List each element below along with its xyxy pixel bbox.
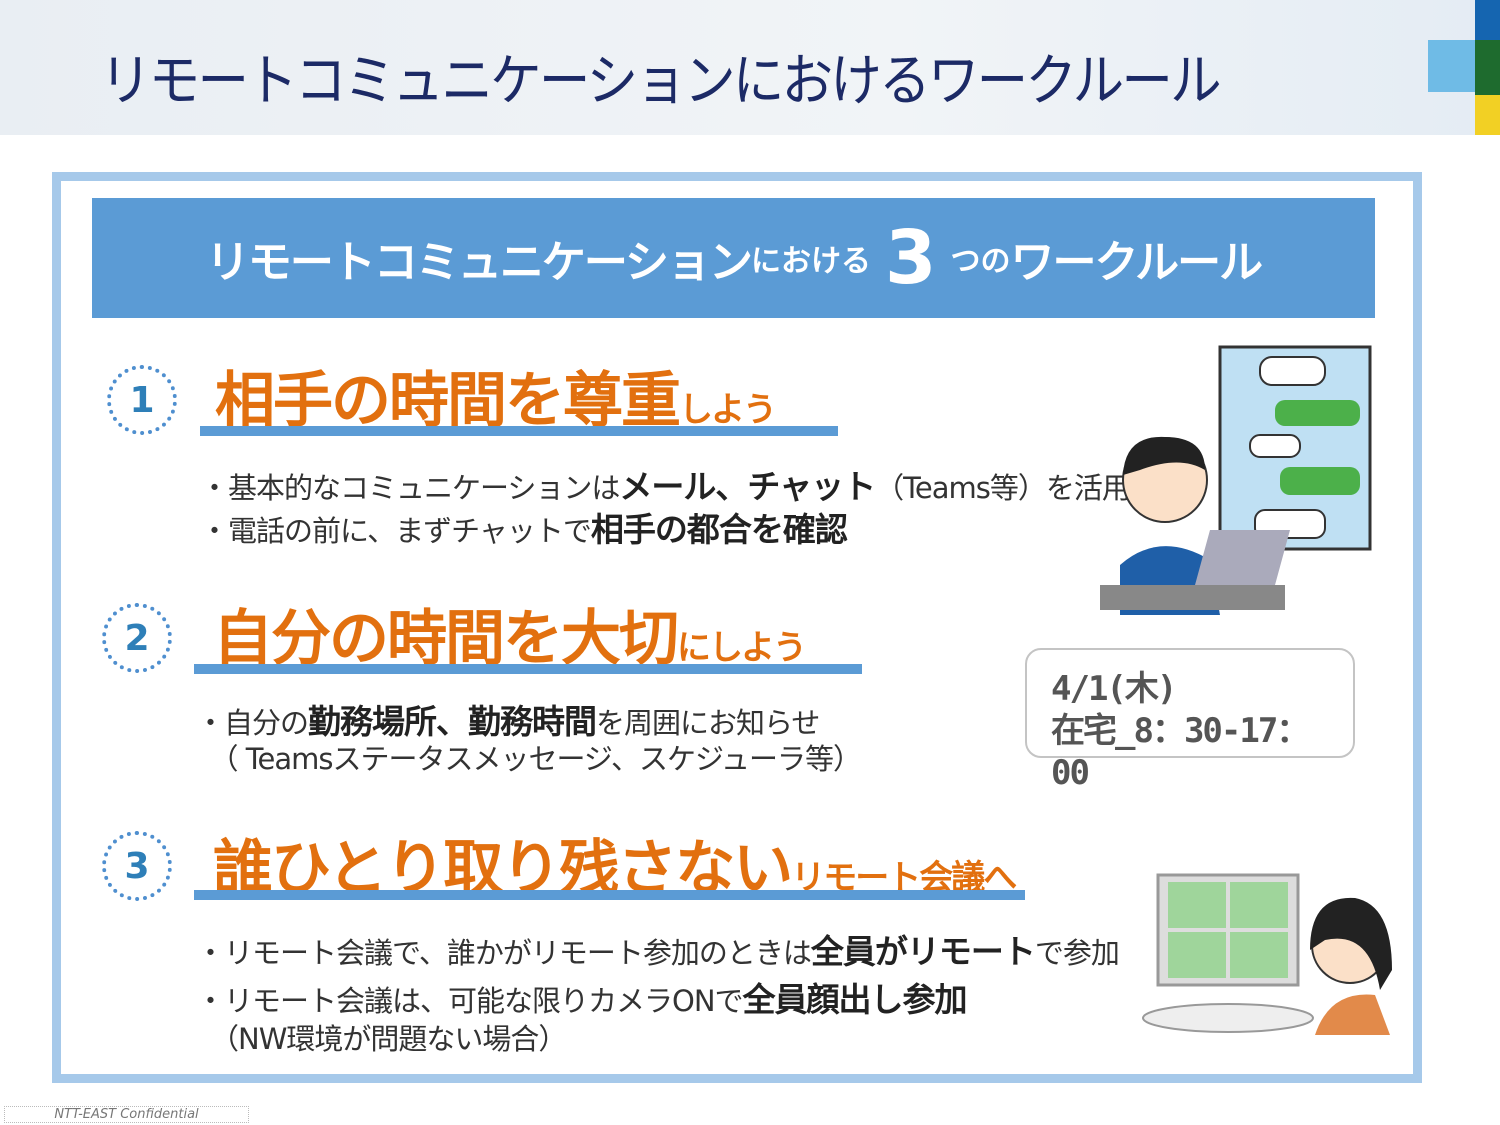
- rule-text-segment: ・基本的なコミュニケーションは: [200, 471, 620, 505]
- rule-line: ・自分の勤務場所、勤務時間を周囲にお知らせ: [196, 695, 820, 743]
- confidential-footer: NTT-EAST Confidential: [4, 1106, 249, 1123]
- page-title: リモートコミュニケーションにおけるワークルール: [100, 49, 1222, 114]
- banner-text: における: [750, 244, 871, 279]
- rule-text-segment: で参加: [1034, 936, 1120, 970]
- rule-text-segment: ・自分の: [196, 706, 309, 740]
- decor-bar-lightblue: [1428, 40, 1475, 92]
- decor-bar-green: [1475, 40, 1500, 95]
- rule-line: ・リモート会議は、可能な限りカメラONで全員顔出し参加: [196, 973, 968, 1021]
- rule-heading-text: 相手の時間を尊重: [215, 366, 681, 436]
- rule-line: ・リモート会議で、誰かがリモート参加のときは全員がリモートで参加: [196, 925, 1120, 973]
- rule-underline: [194, 664, 862, 674]
- rule-heading-suffix: しよう: [679, 390, 777, 430]
- rule-line: ・電話の前に、まずチャットで相手の都合を確認: [200, 503, 848, 551]
- rule-underline: [194, 890, 1025, 900]
- rule-number-badge: 3: [102, 831, 172, 901]
- rule-text-segment: 全員顔出し参加: [742, 980, 968, 1019]
- rule-text-segment: メール、チャット: [619, 467, 876, 506]
- rule-text-segment: ・リモート会議は、可能な限りカメラONで: [196, 984, 744, 1018]
- rule-text-segment: ・リモート会議で、誰かがリモート参加のときは: [196, 936, 812, 970]
- decor-bar-yellow: [1475, 95, 1500, 135]
- rule-text-segment: 全員がリモート: [810, 932, 1036, 971]
- rule-heading-suffix: にしよう: [677, 628, 807, 668]
- banner-number: 3: [884, 215, 937, 301]
- rule-text-segment: （Teams等）を活用: [875, 471, 1131, 505]
- status-text: 在宅_8：30-17：00: [1051, 711, 1310, 793]
- rule-text-segment: 勤務場所、勤務時間: [308, 702, 597, 741]
- banner-text: リモートコミュニケーション: [205, 237, 753, 288]
- header-band: [0, 0, 1500, 135]
- rule-line: （NW環境が問題ない場合）: [210, 1016, 567, 1058]
- status-date: 4/1(木): [1051, 669, 1177, 709]
- chat-worker-illustration: [1100, 345, 1372, 615]
- banner-text: つの: [950, 244, 1011, 279]
- rule-text-segment: を周囲にお知らせ: [596, 706, 820, 740]
- rule-underline: [200, 426, 838, 436]
- decor-bar-blue: [1475, 0, 1500, 40]
- content-frame: [52, 172, 1422, 1083]
- rule-number-badge: 2: [102, 603, 172, 673]
- rule-line: （ Teamsステータスメッセージ、スケジューラ等）: [196, 736, 862, 778]
- banner-heading: リモートコミュニケーション における 3 つの ワークルール: [92, 198, 1375, 318]
- rule-line: ・基本的なコミュニケーションはメール、チャット（Teams等）を活用: [200, 460, 1131, 508]
- rule-text-segment: （NW環境が問題ない場合）: [210, 1022, 567, 1056]
- rule-number-badge: 1: [107, 365, 177, 435]
- banner-text: ワークルール: [1010, 237, 1263, 288]
- rule-heading: 自分の時間を大切にしよう: [213, 590, 807, 677]
- rule-heading-text: 自分の時間を大切: [213, 604, 679, 674]
- rule-text-segment: 相手の都合を確認: [590, 510, 848, 549]
- rule-text-segment: ・電話の前に、まずチャットで: [200, 514, 592, 548]
- status-message-example: 4/1(木) 在宅_8：30-17：00: [1025, 648, 1355, 793]
- rule-text-segment: （ Teamsステータスメッセージ、スケジューラ等）: [196, 742, 862, 776]
- rule-heading: 相手の時間を尊重しよう: [215, 352, 777, 439]
- video-meeting-illustration: [1142, 873, 1392, 1035]
